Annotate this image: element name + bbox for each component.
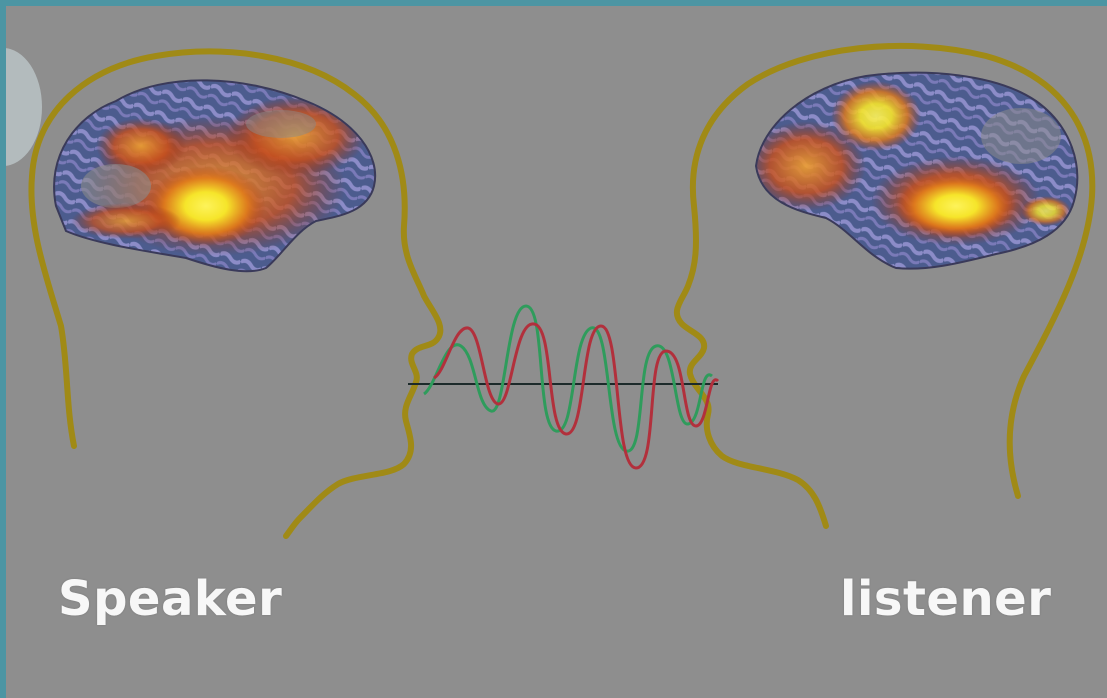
speaker-label: Speaker — [58, 571, 282, 627]
listener-brain-icon — [746, 73, 1077, 269]
listener-label: listener — [840, 571, 1051, 627]
speaker-brain-icon — [54, 80, 375, 271]
speaker-listener-diagram: Speaker listener — [6, 6, 1107, 698]
sound-wave-icon — [408, 306, 718, 468]
